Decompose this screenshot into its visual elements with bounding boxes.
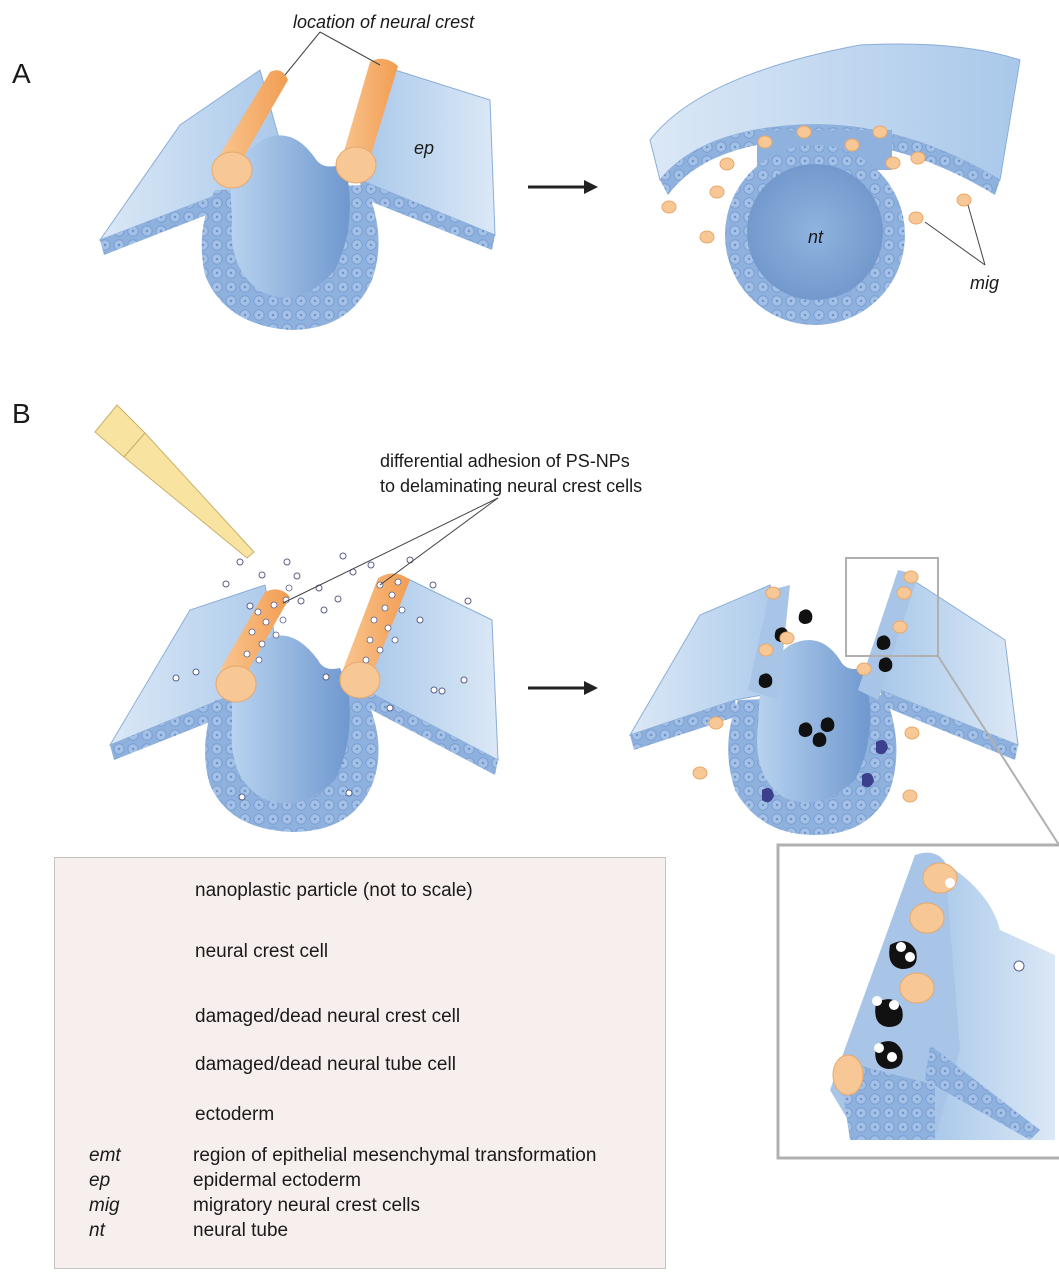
abbreviation-definition: region of epithelial mesenchymal transfo… [193, 1145, 596, 1167]
arrow-a [528, 180, 598, 194]
legend-item-label: damaged/dead neural tube cell [195, 1054, 456, 1076]
mig-label: mig [970, 273, 999, 294]
abbreviation-definition: migratory neural crest cells [193, 1195, 420, 1217]
panel-b-damaged-fold [630, 570, 1018, 835]
ep-label: ep [414, 138, 434, 159]
panel-b-neural-fold [110, 573, 498, 832]
adhesion-label-line1: differential adhesion of PS-NPs [380, 451, 630, 472]
neural-crest-location-label: location of neural crest [293, 12, 474, 33]
abbreviation-definition: neural tube [193, 1220, 288, 1242]
abbreviation: mig [89, 1195, 120, 1217]
legend-item-label: damaged/dead neural crest cell [195, 1006, 460, 1028]
nt-label: nt [808, 227, 823, 248]
abbreviation: ep [89, 1170, 110, 1192]
arrow-b [528, 681, 598, 695]
legend-item-label: neural crest cell [195, 941, 328, 963]
legend-item-label: nanoplastic particle (not to scale) [195, 880, 473, 902]
legend: nanoplastic particle (not to scale) neur… [54, 857, 666, 1269]
abbreviation: emt [89, 1145, 121, 1167]
panel-a-closed-tube [650, 44, 1020, 325]
adhesion-label-line2: to delaminating neural crest cells [380, 476, 642, 497]
pipette-icon [95, 405, 254, 558]
abbreviation: nt [89, 1220, 105, 1242]
abbreviation-definition: epidermal ectoderm [193, 1170, 361, 1192]
panel-a-neural-fold [100, 32, 495, 330]
legend-item-label: ectoderm [195, 1104, 274, 1126]
